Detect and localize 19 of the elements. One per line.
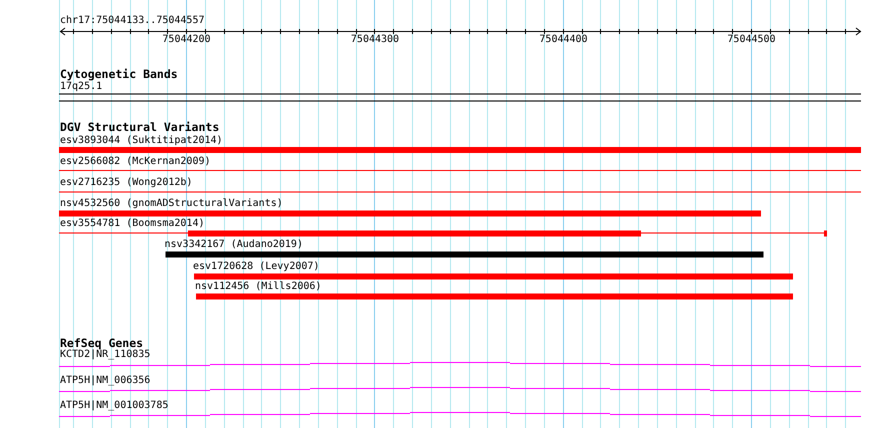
gene-label: ATP5H|NM_001003785 xyxy=(60,400,168,411)
tick-label: 75044300 xyxy=(350,34,400,46)
band-label: 17q25.1 xyxy=(60,80,102,92)
coordinate-range-label: chr17:75044133..75044557 xyxy=(60,15,204,26)
variant-label: esv2716235 (Wong2012b) xyxy=(60,176,192,188)
variant-label: nsv4532560 (gnomADStructuralVariants) xyxy=(60,198,283,209)
gene-label: KCTD2|NR_110835 xyxy=(60,349,150,360)
tick-label: 75044400 xyxy=(539,34,588,46)
track-title: RefSeq Genes xyxy=(60,337,144,350)
variant-label: esv2566082 (McKernan2009) xyxy=(60,156,211,167)
variant-label: nsv112456 (Mills2006) xyxy=(195,281,322,292)
track-title: DGV Structural Variants xyxy=(60,121,220,134)
variant-label: esv1720628 (Levy2007) xyxy=(193,260,320,272)
variant-label: esv3893044 (Suktitipat2014) xyxy=(60,135,223,146)
variant-label: nsv3342167 (Audano2019) xyxy=(164,239,303,250)
gene-label: ATP5H|NM_006356 xyxy=(60,375,150,386)
tick-label: 75044200 xyxy=(162,34,211,46)
tick-label: 75044500 xyxy=(727,34,776,46)
variant-label: esv3554781 (Boomsma2014) xyxy=(60,218,204,230)
